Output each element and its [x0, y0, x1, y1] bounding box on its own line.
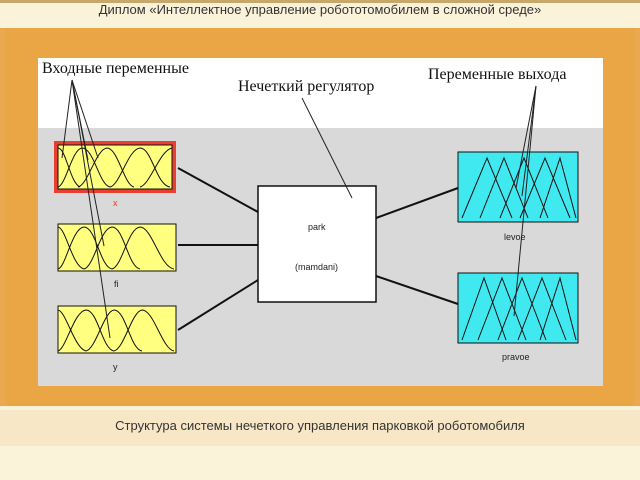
- connectors: [177, 167, 459, 331]
- pointer-inputs-5: [61, 79, 73, 159]
- pointer-inputs-3: [71, 79, 105, 247]
- input-block-x[interactable]: x: [54, 141, 176, 208]
- output-pravoe-box: [457, 272, 579, 344]
- annotation-outputs: Переменные выхода: [426, 66, 569, 84]
- input-block-y[interactable]: y: [57, 305, 177, 372]
- pointer-inputs-2: [71, 79, 99, 159]
- controller-method: (mamdani): [295, 262, 338, 272]
- input-x-label: x: [113, 198, 118, 208]
- controller-box: [257, 185, 377, 303]
- output-block-pravoe[interactable]: pravoe: [457, 272, 579, 362]
- controller-name: park: [308, 222, 326, 232]
- output-block-levoe[interactable]: levoe: [457, 151, 579, 242]
- input-y-box: [57, 305, 177, 354]
- input-fi-membership-curves: [57, 226, 175, 270]
- input-block-fi[interactable]: fi: [57, 223, 177, 289]
- caption-band: [0, 410, 640, 446]
- output-levoe-membership-triangles: [461, 156, 577, 219]
- slide-title: Диплом «Интеллектное управление роботото…: [98, 2, 542, 17]
- output-levoe-label: levoe: [504, 232, 526, 242]
- pointer-outputs-1: [515, 85, 537, 189]
- input-fi-label: fi: [114, 279, 119, 289]
- input-fi-box: [57, 223, 177, 272]
- pointer-controller: [301, 97, 353, 199]
- controller-block[interactable]: park (mamdani): [257, 185, 377, 303]
- pointer-outputs-3: [513, 85, 537, 317]
- connector-levoe: [375, 187, 459, 219]
- connector-pravoe: [375, 275, 459, 305]
- pointer-inputs-4: [71, 79, 111, 339]
- output-pravoe-membership-triangles: [461, 276, 577, 341]
- input-x-box: [57, 144, 173, 190]
- input-y-membership-curves: [57, 309, 175, 352]
- connector-y: [177, 279, 259, 331]
- output-pravoe-label: pravoe: [502, 352, 530, 362]
- input-y-label: y: [113, 362, 118, 372]
- slide-caption: Структура системы нечеткого управления п…: [115, 418, 525, 433]
- pointer-outputs-2: [521, 85, 537, 197]
- connector-x: [177, 167, 259, 213]
- annotation-controller: Нечеткий регулятор: [236, 78, 377, 96]
- annotation-inputs: Входные переменные: [40, 60, 191, 78]
- top-rule: [0, 0, 640, 3]
- output-levoe-box: [457, 151, 579, 223]
- annotation-pointers: [61, 79, 537, 339]
